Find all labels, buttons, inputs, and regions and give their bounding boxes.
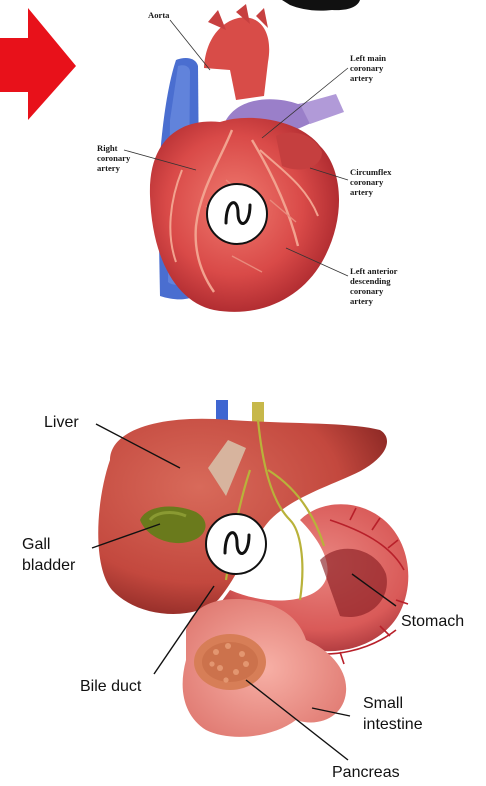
sine-wave-glyph <box>207 515 265 573</box>
label-pancreas: Pancreas <box>332 762 400 783</box>
label-small-intestine: Small intestine <box>363 693 423 735</box>
label-gall-bladder: Gall bladder <box>22 534 75 576</box>
label-liver: Liver <box>44 412 79 433</box>
heart-illustration <box>150 4 344 312</box>
label-left-main-coronary-artery: Left main coronary artery <box>350 53 386 83</box>
red-arrow-icon <box>0 8 76 120</box>
label-bile-duct: Bile duct <box>80 676 141 697</box>
label-circumflex-coronary-artery: Circumflex coronary artery <box>350 167 391 197</box>
label-aorta: Aorta <box>148 10 169 20</box>
sine-wave-icon <box>206 183 268 245</box>
sine-wave-icon <box>205 513 267 575</box>
label-right-coronary-artery: Right coronary artery <box>97 143 130 173</box>
label-left-anterior-descending-coronary-artery: Left anterior descending coronary artery <box>350 266 397 306</box>
label-stomach: Stomach <box>401 611 464 632</box>
sine-wave-glyph <box>208 185 266 243</box>
black-blob-shape <box>282 0 360 11</box>
